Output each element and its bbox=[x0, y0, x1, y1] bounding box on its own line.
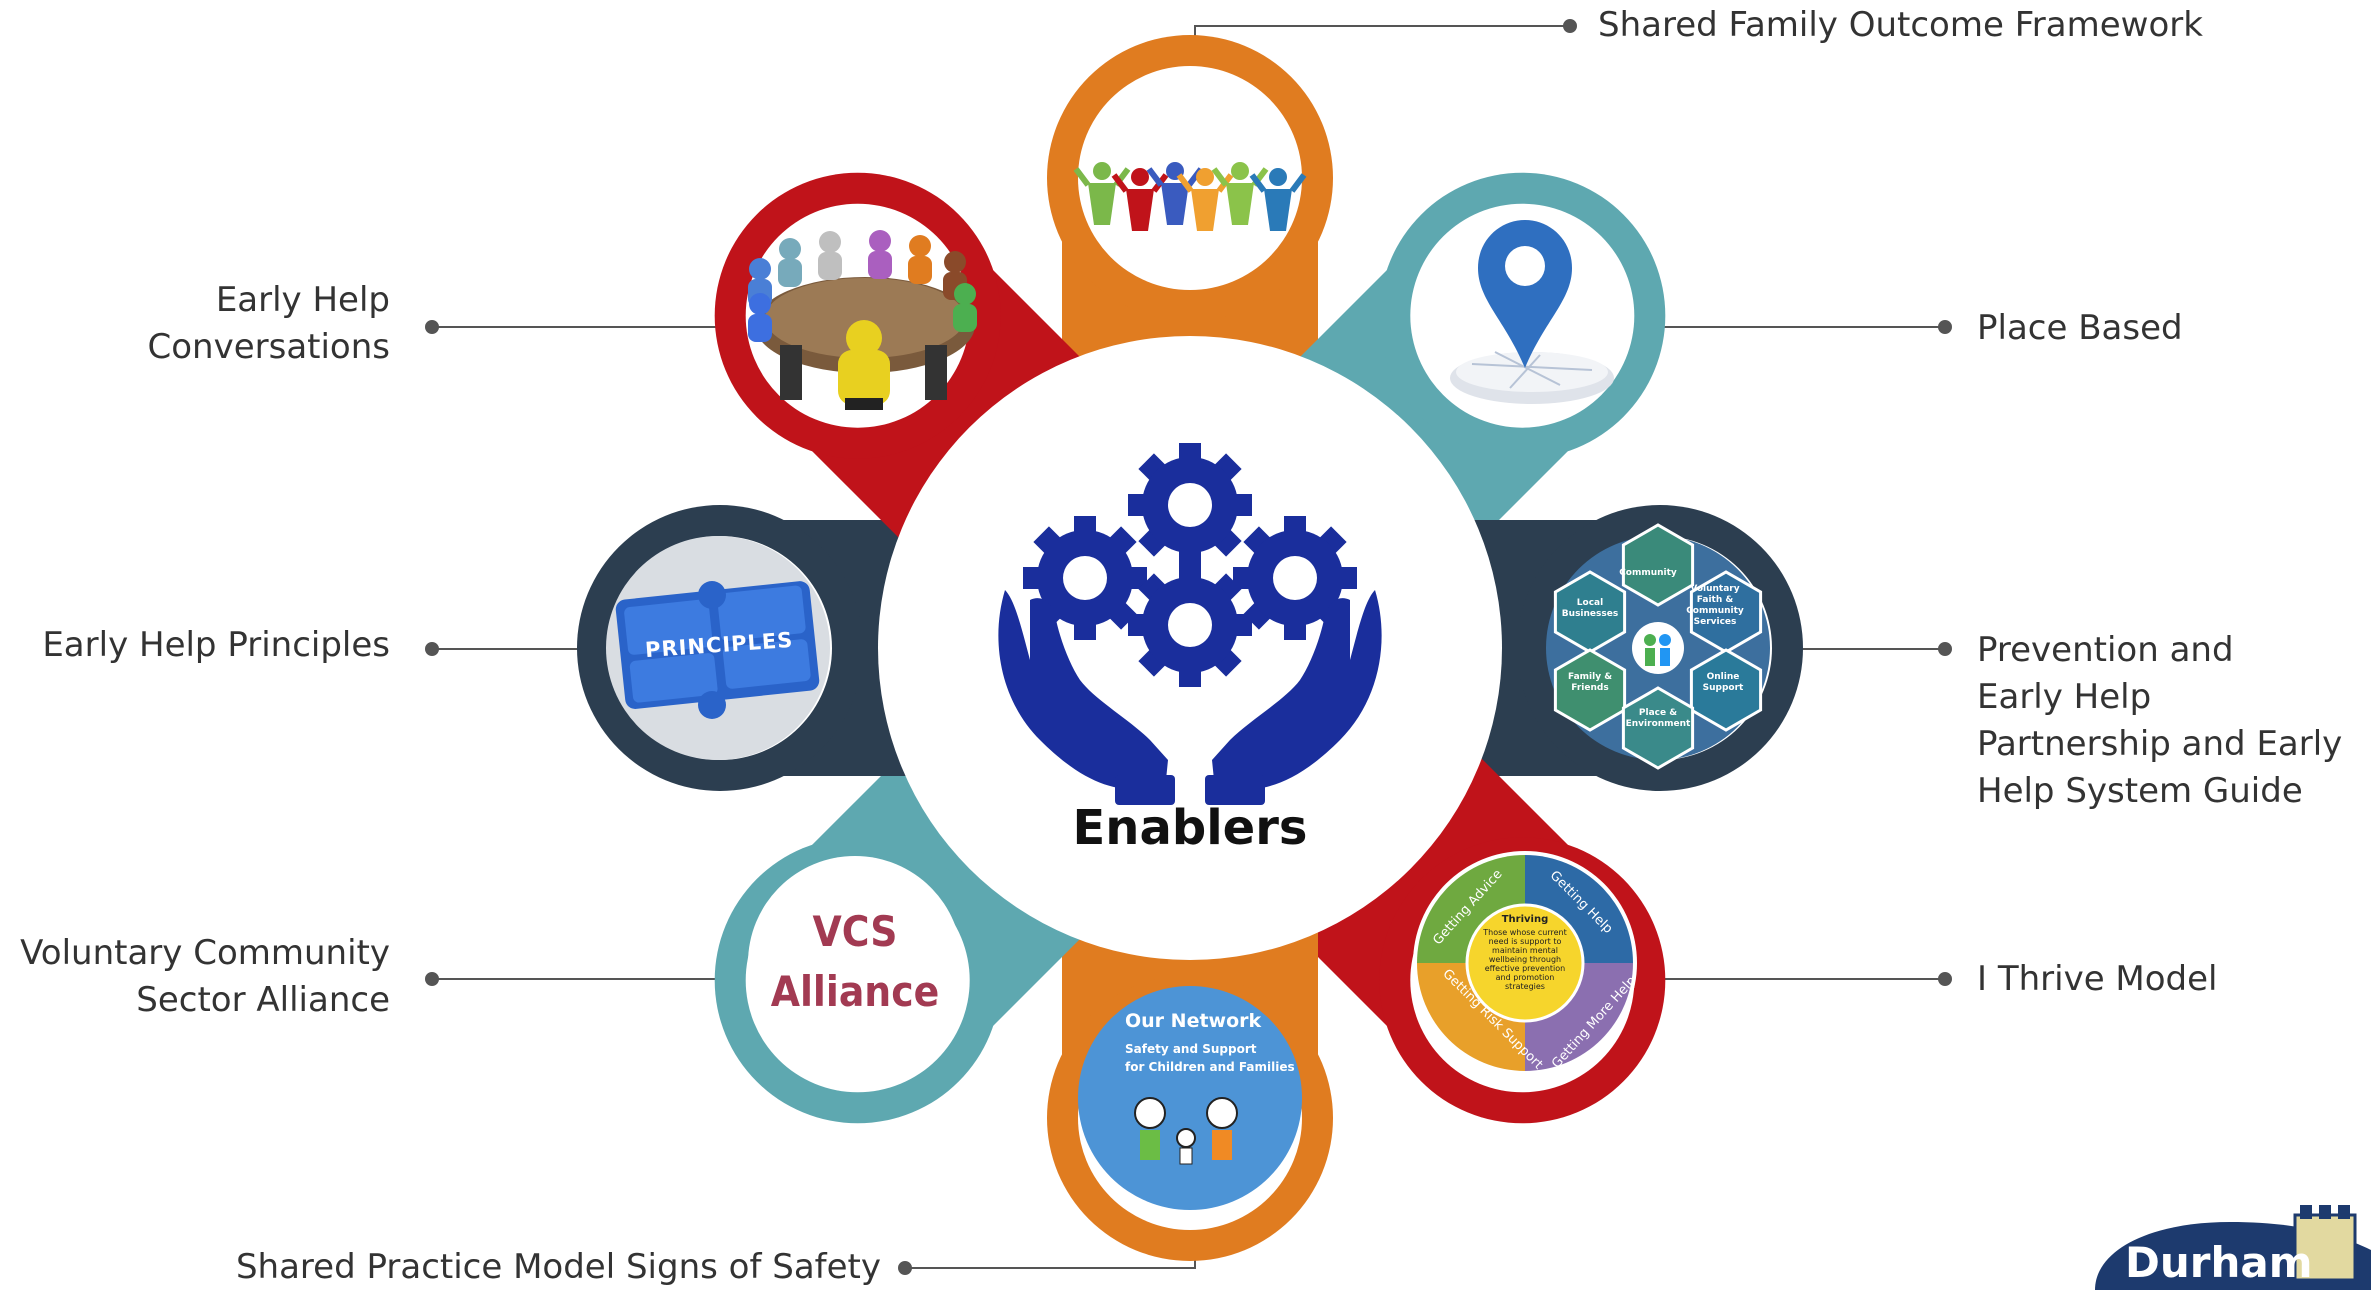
puzzle-pieces-icon bbox=[606, 536, 830, 760]
vcs-alliance-text-icon bbox=[748, 856, 962, 1070]
hex-label-place: Place & Environment bbox=[1625, 708, 1691, 729]
map-pin-icon bbox=[1450, 220, 1614, 404]
hex-label-family: Family & Friends bbox=[1567, 672, 1613, 693]
label-place-based: Place Based bbox=[1977, 308, 2183, 348]
thrive-core-title: Thriving bbox=[1501, 914, 1549, 925]
gears-hands-icon bbox=[998, 443, 1382, 805]
hex-label-community: Community bbox=[1619, 568, 1677, 578]
our-network-card-icon bbox=[1078, 986, 1302, 1210]
label-ithrive: I Thrive Model bbox=[1977, 959, 2218, 999]
family-figures-icon bbox=[1073, 162, 1307, 231]
network-sub-1: Safety and Support bbox=[1125, 1042, 1257, 1056]
durham-logo-text: Durham bbox=[2125, 1238, 2313, 1287]
label-principles: Early Help Principles bbox=[42, 625, 390, 665]
hex-label-voluntary: Voluntary Faith & Community Services bbox=[1686, 584, 1744, 627]
thrive-wheel-icon bbox=[1413, 851, 1637, 1075]
label-signs-of-safety: Shared Practice Model Signs of Safety bbox=[235, 1247, 881, 1287]
round-table-meeting-icon bbox=[748, 230, 977, 410]
label-vcs: Voluntary Community Sector Alliance bbox=[20, 933, 390, 1020]
thrive-core-text: Those whose current need is support to m… bbox=[1483, 928, 1567, 991]
vcs-text-line-1: VCS bbox=[812, 907, 898, 956]
durham-logo bbox=[2095, 1205, 2371, 1290]
community-hexagons-icon bbox=[1546, 523, 1770, 770]
vcs-text-line-2: Alliance bbox=[770, 967, 940, 1016]
network-sub-2: for Children and Families bbox=[1125, 1060, 1295, 1074]
label-family-outcome: Shared Family Outcome Framework bbox=[1598, 5, 2203, 45]
label-prevention: Prevention and Early Help Partnership an… bbox=[1977, 630, 2343, 811]
label-conversations: Early Help Conversations bbox=[147, 280, 391, 367]
network-title: Our Network bbox=[1125, 1010, 1262, 1032]
hex-label-online: Online Support bbox=[1702, 672, 1744, 693]
center-title: Enablers bbox=[1072, 800, 1308, 856]
hex-label-local-businesses: Local Businesses bbox=[1561, 598, 1619, 619]
